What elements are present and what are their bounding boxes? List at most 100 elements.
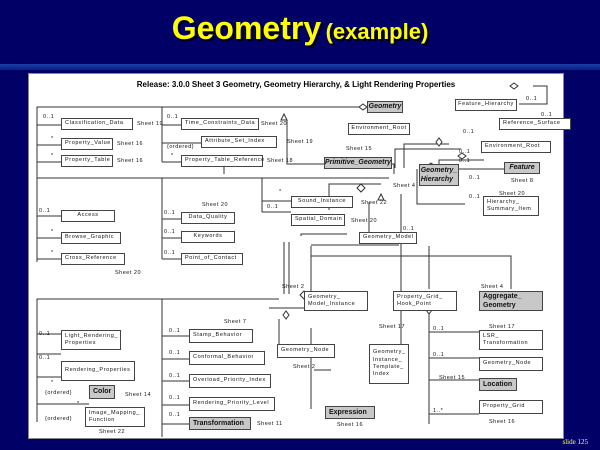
multiplicity: 0..1 <box>167 114 179 120</box>
connector-lines <box>36 82 548 437</box>
class-hierarchy-summary-item: Hierarchy_ Summary_Item <box>483 196 539 216</box>
class-aggregate-geometry: Aggregate_ Geometry <box>479 291 543 311</box>
class-keywords: Keywords <box>181 231 235 243</box>
multiplicity: 0..1 <box>164 210 176 216</box>
sheet-label: Sheet 4 <box>393 183 416 189</box>
sheet-label: Sheet 2 <box>282 284 305 290</box>
class-property-value: Property_Value <box>61 138 113 150</box>
class-cross-reference: Cross_Reference <box>61 253 125 265</box>
multiplicity: 0..1 <box>541 112 553 118</box>
multiplicity: 0..1 <box>39 331 51 337</box>
multiplicity: 0..1 <box>164 250 176 256</box>
multiplicity: * <box>51 136 54 142</box>
multiplicity: * <box>51 250 54 256</box>
multiplicity: * <box>279 189 282 195</box>
title-divider-band <box>0 64 600 70</box>
class-feature-hierarchy: Feature_Hierarchy <box>455 99 517 111</box>
multiplicity: 0..1 <box>164 229 176 235</box>
multiplicity: 0..1 <box>169 412 181 418</box>
class-browse-graphic: Browse_Graphic <box>61 232 121 244</box>
class-overload-priority-index: Overload_Priority_Index <box>189 374 271 388</box>
slide-title-sub: (example) <box>325 19 429 44</box>
multiplicity: 0..1 <box>469 194 481 200</box>
class-data-quality: Data_Quality <box>181 212 235 224</box>
sheet-label: Sheet 19 <box>137 121 164 127</box>
class-image-mapping-function: Image_Mapping_ Function <box>85 407 145 427</box>
class-access: Access <box>61 210 115 222</box>
multiplicity: 0..1 <box>169 350 181 356</box>
multiplicity: 0..1 <box>433 326 445 332</box>
sheet-label: Sheet 17 <box>489 324 516 330</box>
slide-title: Geometry (example) <box>0 10 600 47</box>
sheet-label: Sheet 17 <box>379 324 406 330</box>
sheet-label: Sheet 16 <box>489 419 516 425</box>
class-environment-root: Environment_Root <box>348 123 410 135</box>
sheet-label: Sheet 22 <box>99 429 126 435</box>
class-point-of-contact: Point_of_Contact <box>181 253 243 265</box>
class-attribute-set-index: Attribute_Set_Index <box>201 136 277 148</box>
class-property-table-reference: Property_Table_Reference <box>181 155 264 167</box>
class-stamp-behavior: Stamp_Behavior <box>189 329 253 343</box>
class-geometry-node-2: Geometry_Node <box>479 357 543 371</box>
sheet-label: Sheet 22 <box>361 200 388 206</box>
multiplicity: {ordered} <box>45 390 73 396</box>
multiplicity: 0..1 <box>169 395 181 401</box>
class-lsr-transformation: LSR_ Transformation <box>479 330 543 350</box>
multiplicity: 1..* <box>433 408 444 414</box>
class-geometry-model: Geometry_Model <box>359 232 417 244</box>
multiplicity: 0..1 <box>463 129 475 135</box>
class-conformal-behavior: Conformal_Behavior <box>189 351 265 365</box>
multiplicity: * <box>51 153 54 159</box>
class-sound-instance: Sound_Instance <box>291 196 353 208</box>
sheet-label: Sheet 20 <box>202 202 229 208</box>
sheet-label: Sheet 16 <box>117 158 144 164</box>
slide-title-main: Geometry <box>171 10 322 46</box>
class-classification-data: Classification_Data <box>61 118 133 130</box>
sheet-label: Sheet 2 <box>293 364 316 370</box>
sheet-label: Sheet 19 <box>287 139 314 145</box>
sheet-label: Sheet 14 <box>125 392 152 398</box>
multiplicity: {ordered} <box>167 144 195 150</box>
multiplicity: * <box>51 229 54 235</box>
sheet-label: Sheet 7 <box>224 319 247 325</box>
multiplicity: {ordered} <box>45 416 73 422</box>
sheet-label: Sheet 15 <box>346 146 373 152</box>
class-transformation: Transformation <box>189 417 251 430</box>
sheet-label: Sheet 20 <box>499 191 526 197</box>
class-property-table: Property_Table <box>61 155 113 167</box>
class-location: Location <box>479 378 517 391</box>
class-geometry-node: Geometry_Node <box>277 344 335 358</box>
multiplicity: 0..1 <box>43 114 55 120</box>
slide-number: slide 125 <box>562 438 588 446</box>
multiplicity: 0..1 <box>469 175 481 181</box>
uml-diagram: Release: 3.0.0 Sheet 3 Geometry, Geometr… <box>28 73 571 439</box>
multiplicity: 0..1 <box>39 355 51 361</box>
multiplicity: 0..1 <box>267 204 279 210</box>
class-rendering-properties: Rendering_Properties <box>61 361 135 381</box>
multiplicity: 0..1 <box>39 208 51 214</box>
class-color: Color <box>89 385 115 399</box>
multiplicity: 0..1 <box>433 352 445 358</box>
class-geometry-hierarchy: Geometry_ Hierarchy <box>419 164 459 186</box>
multiplicity: 0..1 <box>459 158 471 164</box>
multiplicity: * <box>51 380 54 386</box>
sheet-label: Sheet 20 <box>351 218 378 224</box>
class-reference-surface: Reference_Surface <box>499 118 571 130</box>
multiplicity: 0..1 <box>459 149 471 155</box>
multiplicity: * <box>171 153 174 159</box>
sheet-label: Sheet 11 <box>257 421 283 427</box>
class-expression: Expression <box>325 406 375 419</box>
multiplicity: 0..1 <box>169 328 181 334</box>
sheet-label: Sheet 15 <box>439 375 466 381</box>
class-geometry-model-instance: Geometry_ Model_Instance <box>304 291 368 311</box>
class-geometry: Geometry <box>367 101 403 113</box>
class-geometry-instance-template-index: Geometry_ Instance_ Template_ Index <box>369 344 409 384</box>
class-environment-root-2: Environment_Root <box>481 141 551 153</box>
sheet-label: Sheet 16 <box>337 422 364 428</box>
class-property-grid-hook-point: Property_Grid_ Hook_Point <box>393 291 457 311</box>
multiplicity: * <box>77 401 80 407</box>
sheet-label: Sheet 18 <box>267 158 294 164</box>
multiplicity: 0..1 <box>403 226 415 232</box>
class-property-grid: Property_Grid <box>479 400 543 414</box>
sheet-label: Sheet 20 <box>115 270 142 276</box>
